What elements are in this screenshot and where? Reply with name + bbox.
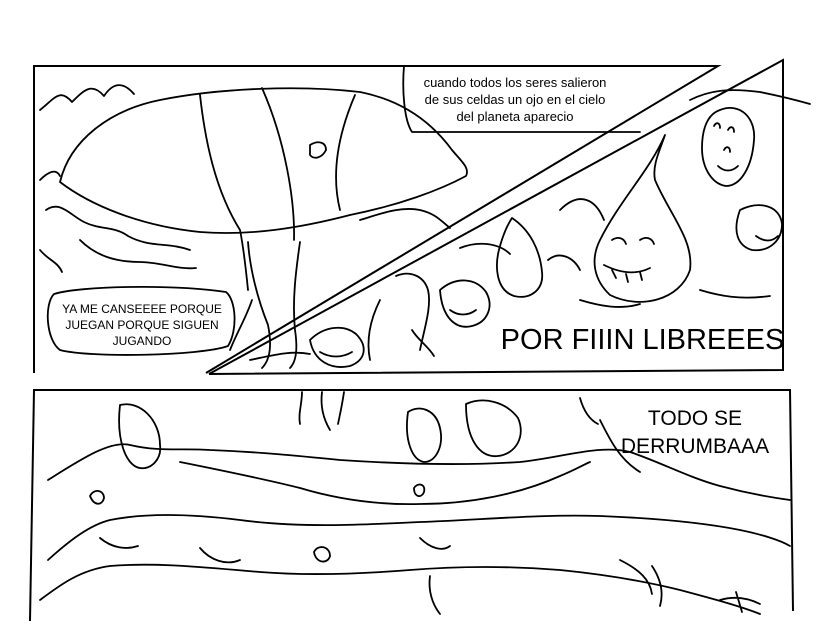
narration-line-2: de sus celdas un ojo en el cielo	[424, 92, 606, 107]
sfx-collapse-line-2: DERRUMBAAA	[620, 435, 770, 458]
sfx-collapse-line-1: TODO SE	[647, 407, 743, 430]
bottom-panel-frame	[29, 389, 794, 622]
speech-line-3: JUGANDO	[112, 334, 172, 348]
speech-line-1: YA ME CANSEEEE PORQUE	[62, 302, 222, 316]
collapsing-landscape-drawing	[39, 391, 791, 615]
sound-effect-freedom: POR FIIIN LIBREEES	[500, 324, 785, 356]
sound-effect-collapse: TODO SE DERRUMBAAA	[620, 405, 770, 461]
giant-mushroom-drawing	[39, 84, 468, 369]
top-left-panel-frame	[33, 65, 722, 374]
narration-line-3: del planeta aparecio	[456, 109, 574, 124]
narration-line-1: cuando todos los seres salieron	[423, 75, 607, 90]
monsters-drawing	[249, 89, 811, 368]
speech-bubble-text: YA ME CANSEEEE PORQUE JUEGAN PORQUE SIGU…	[52, 301, 232, 349]
narration-caption: cuando todos los seres salieron de sus c…	[400, 74, 630, 125]
speech-line-2: JUEGAN PORQUE SIGUEN	[65, 318, 219, 332]
top-right-panel-frame	[208, 58, 784, 375]
speech-bubble-outline	[46, 286, 236, 356]
